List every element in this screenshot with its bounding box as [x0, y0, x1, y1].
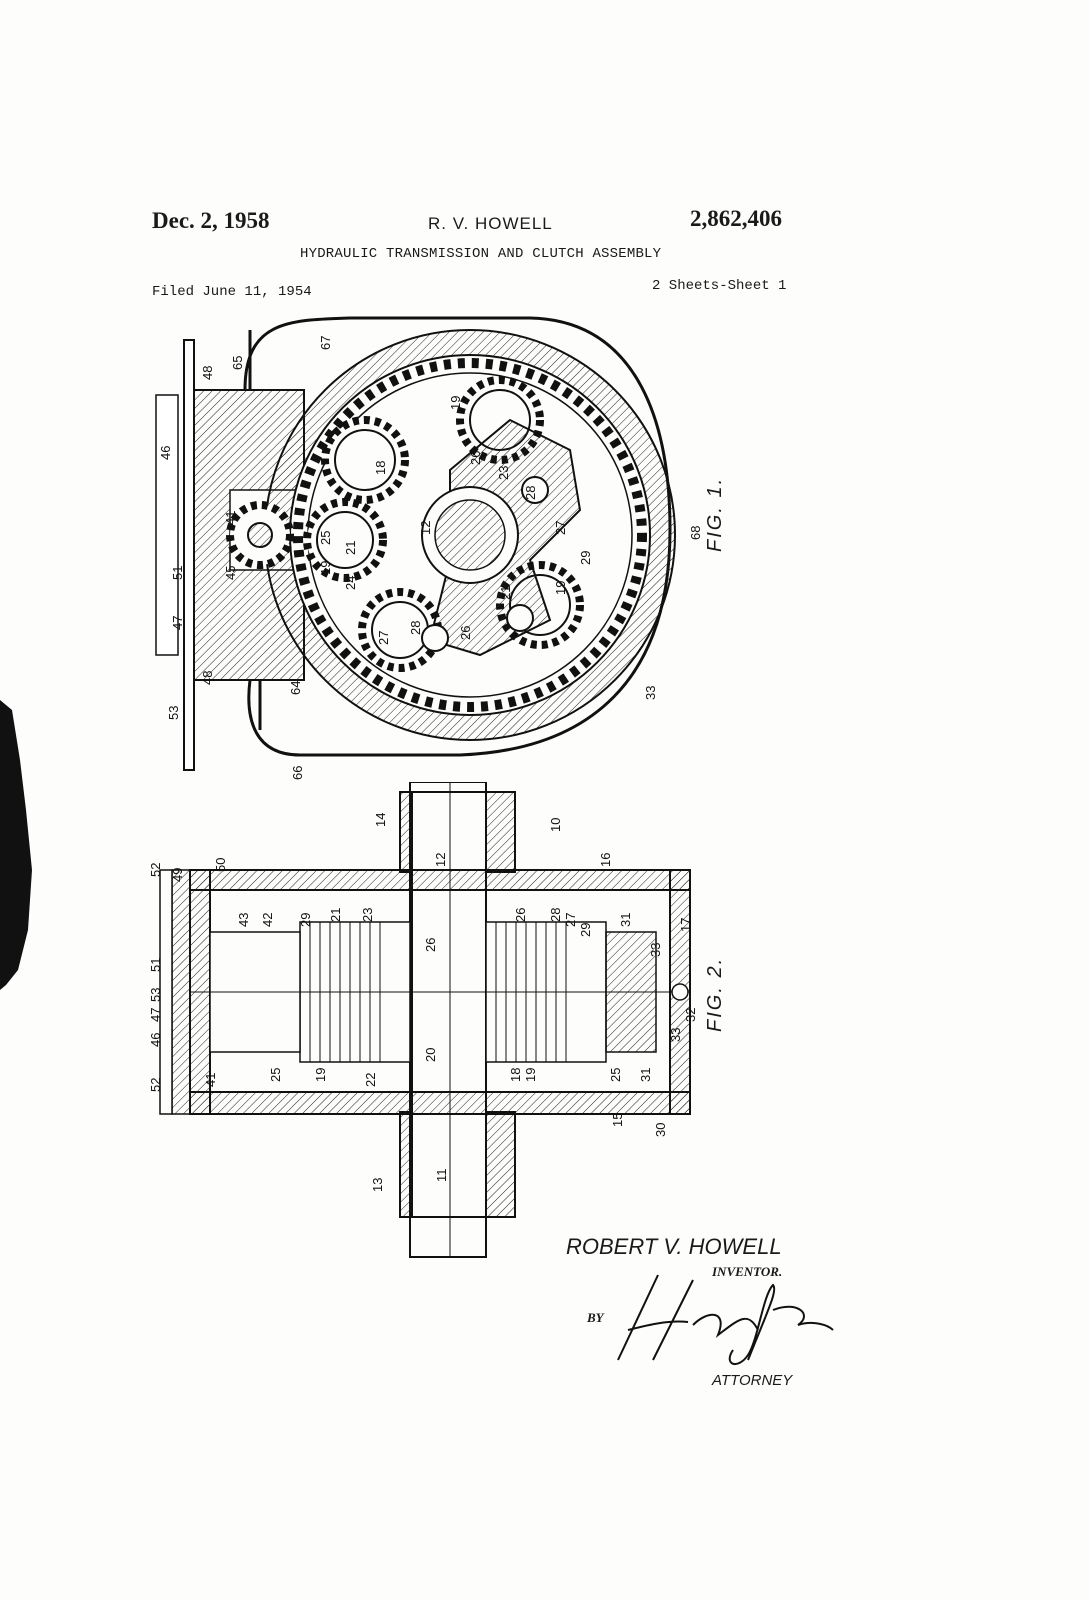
ref-15: 15	[610, 1113, 625, 1127]
ref-25: 25	[268, 1068, 283, 1082]
ref-13: 13	[370, 1178, 385, 1192]
ref-29b: 29	[578, 923, 593, 937]
by-label: BY	[587, 1310, 604, 1325]
ref-28: 28	[523, 486, 538, 500]
sheet-count: 2 Sheets-Sheet 1	[652, 278, 787, 294]
ref-52b: 52	[150, 1078, 163, 1092]
ref-18: 18	[508, 1068, 523, 1082]
inventor-role: INVENTOR.	[712, 1264, 783, 1279]
filed-date: Filed June 11, 1954	[152, 284, 312, 300]
ref-21: 21	[343, 541, 358, 555]
ref-18: 18	[373, 461, 388, 475]
ref-48b: 48	[200, 671, 215, 685]
ref-19: 19	[313, 1068, 328, 1082]
patent-number: 2,862,406	[690, 206, 782, 231]
figure-2-drawing: 14 10 12 16 52 49 50 17 43 42 29 21 23 2…	[150, 782, 698, 1258]
ref-29: 29	[578, 551, 593, 565]
ref-47: 47	[150, 1008, 163, 1022]
ref-32: 32	[683, 1008, 698, 1022]
ref-23: 23	[360, 908, 375, 922]
ref-21b: 21	[498, 586, 513, 600]
ref-24: 24	[343, 576, 358, 590]
ref-31: 31	[618, 913, 633, 927]
ref-12: 12	[433, 853, 448, 867]
ref-20: 20	[423, 1048, 438, 1062]
ref-17: 17	[678, 918, 693, 932]
ref-52: 52	[150, 863, 163, 877]
ref-16: 16	[598, 853, 613, 867]
ref-48: 48	[200, 366, 215, 380]
ref-28b: 28	[408, 621, 423, 635]
ref-27: 27	[553, 521, 568, 535]
ref-31b: 31	[638, 1068, 653, 1082]
ref-65: 65	[230, 356, 245, 370]
ref-51: 51	[170, 566, 185, 580]
ref-19: 19	[448, 396, 463, 410]
ref-25b: 25	[608, 1068, 623, 1082]
ref-14: 14	[373, 813, 388, 827]
ref-33b: 33	[668, 1028, 683, 1042]
ref-45: 45	[223, 566, 238, 580]
ref-21: 21	[328, 908, 343, 922]
ref-25: 25	[318, 531, 333, 545]
ref-26b: 26	[458, 626, 473, 640]
ref-19b: 19	[318, 561, 333, 575]
ref-12: 12	[418, 521, 433, 535]
figure-1-label: FIG. 1.	[704, 476, 726, 552]
ref-33: 33	[643, 686, 658, 700]
ref-26b: 26	[513, 908, 528, 922]
ref-47: 47	[170, 616, 185, 630]
ref-19b: 19	[523, 1068, 538, 1082]
ref-50: 50	[213, 858, 228, 872]
ref-26: 26	[468, 451, 483, 465]
patent-date: Dec. 2, 1958	[152, 208, 270, 233]
ref-68: 68	[688, 526, 703, 540]
ref-46: 46	[158, 446, 173, 460]
ref-51: 51	[150, 958, 163, 972]
ref-49: 49	[170, 868, 185, 882]
ref-11: 11	[434, 1169, 449, 1183]
ref-10: 10	[548, 818, 563, 832]
ref-64: 64	[288, 681, 303, 695]
ref-23: 23	[496, 466, 511, 480]
inventor-name: ROBERT V. HOWELL	[566, 1234, 782, 1259]
ref-26: 26	[423, 938, 438, 952]
scan-edge-mark	[0, 700, 32, 990]
ref-41: 41	[223, 511, 238, 525]
attorney-role: ATTORNEY	[712, 1372, 793, 1389]
inventor-header: R. V. HOWELL	[428, 214, 553, 233]
ref-19c: 19	[553, 581, 568, 595]
ref-41: 41	[203, 1073, 218, 1087]
ref-29: 29	[298, 913, 313, 927]
ref-33: 33	[648, 943, 663, 957]
ref-43: 43	[236, 913, 251, 927]
ref-67: 67	[318, 336, 333, 350]
ref-30: 30	[653, 1123, 668, 1137]
attorney-signature	[617, 1274, 834, 1365]
ref-66: 66	[290, 766, 305, 780]
figure-1-drawing: 67 48 65 46 19 26 23 28 18 41 25 21 12 2…	[155, 316, 703, 780]
ref-27: 27	[563, 913, 578, 927]
ref-53: 53	[166, 706, 181, 720]
ref-22: 22	[363, 1073, 378, 1087]
ref-46: 46	[150, 1033, 163, 1047]
patent-title: HYDRAULIC TRANSMISSION AND CLUTCH ASSEMB…	[300, 246, 662, 262]
ref-27b: 27	[376, 631, 391, 645]
ref-28: 28	[548, 908, 563, 922]
ref-53: 53	[150, 988, 163, 1002]
ref-42: 42	[260, 913, 275, 927]
figure-2-label: FIG. 2.	[704, 956, 726, 1032]
